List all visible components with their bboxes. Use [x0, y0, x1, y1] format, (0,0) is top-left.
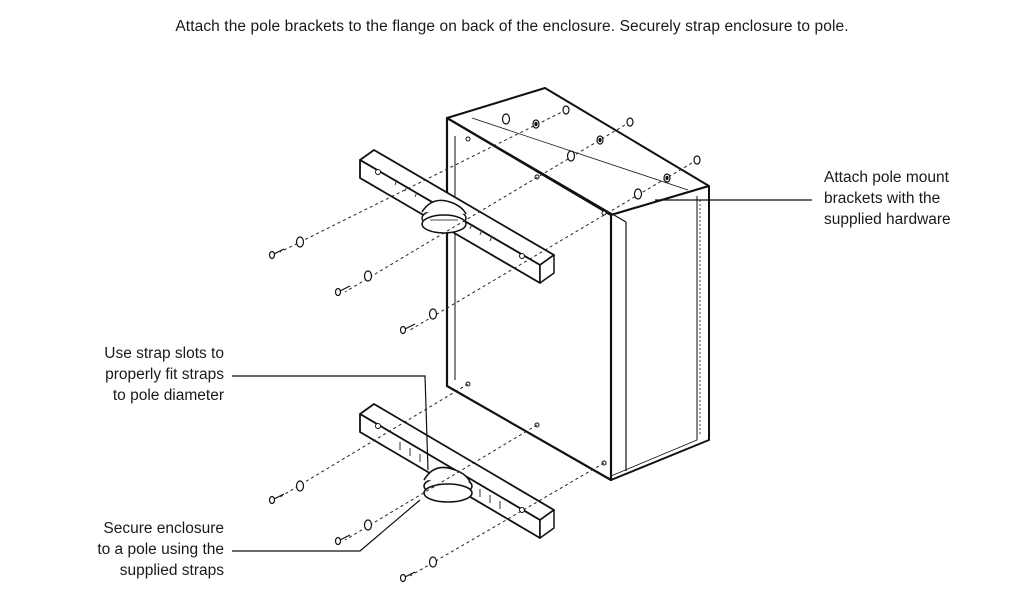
enclosure	[445, 87, 710, 482]
bolts-and-washers	[268, 236, 438, 583]
rear-nuts-and-washers	[501, 105, 701, 200]
leader-straps	[232, 499, 421, 552]
bolt-set	[399, 556, 438, 583]
bolt-set	[334, 519, 373, 546]
instruction-text: Attach the pole brackets to the flange o…	[175, 18, 849, 35]
bolt-set	[268, 236, 305, 260]
leader-slots	[232, 375, 429, 471]
hardware-alignment-lines	[279, 109, 698, 577]
callout-strap-slots: Use strap slots to properly fit straps t…	[104, 345, 224, 404]
callout-straps: Secure enclosure to a pole using the sup…	[97, 520, 224, 579]
lower-pole-bracket	[359, 403, 555, 539]
flange-hole	[601, 210, 607, 216]
callout-hardware: Attach pole mount brackets with the supp…	[824, 169, 951, 228]
bolt-set	[399, 308, 438, 335]
bolt-set	[334, 270, 373, 297]
bolt-set	[268, 480, 305, 505]
upper-pole-bracket	[359, 149, 555, 284]
flange-hole	[465, 136, 471, 142]
callout-leader-lines	[232, 199, 812, 552]
